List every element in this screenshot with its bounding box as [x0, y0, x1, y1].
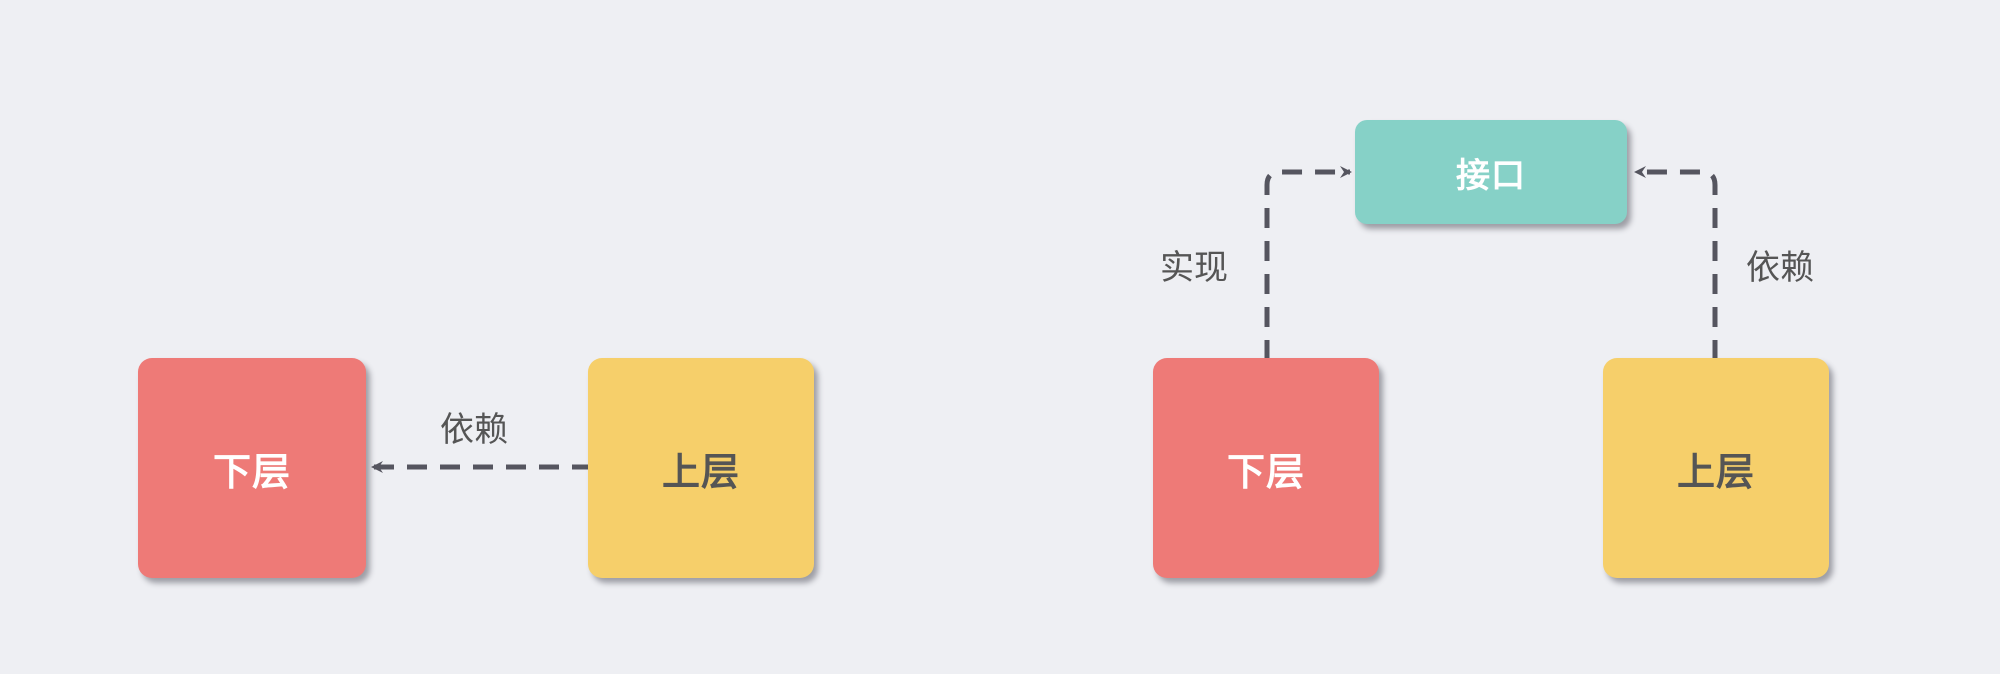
left-upper-layer-box: 上层 — [588, 358, 814, 578]
implements-arrow — [1264, 166, 1352, 360]
left-lower-layer-label: 下层 — [212, 449, 291, 494]
right-upper-layer-label: 上层 — [1676, 449, 1755, 494]
interface-box: 接口 — [1355, 120, 1627, 224]
right-lower-layer-box: 下层 — [1153, 358, 1379, 578]
left-upper-layer-label: 上层 — [661, 449, 740, 494]
implements-label: 实现 — [1160, 248, 1228, 288]
right-lower-layer-label: 下层 — [1226, 449, 1305, 494]
depends-interface-arrow — [1634, 166, 1718, 360]
right-upper-layer-box: 上层 — [1603, 358, 1829, 578]
left-depends-label: 依赖 — [440, 410, 508, 450]
interface-label: 接口 — [1456, 155, 1526, 196]
left-lower-layer-box: 下层 — [138, 358, 366, 578]
right-depends-label: 依赖 — [1746, 248, 1814, 288]
